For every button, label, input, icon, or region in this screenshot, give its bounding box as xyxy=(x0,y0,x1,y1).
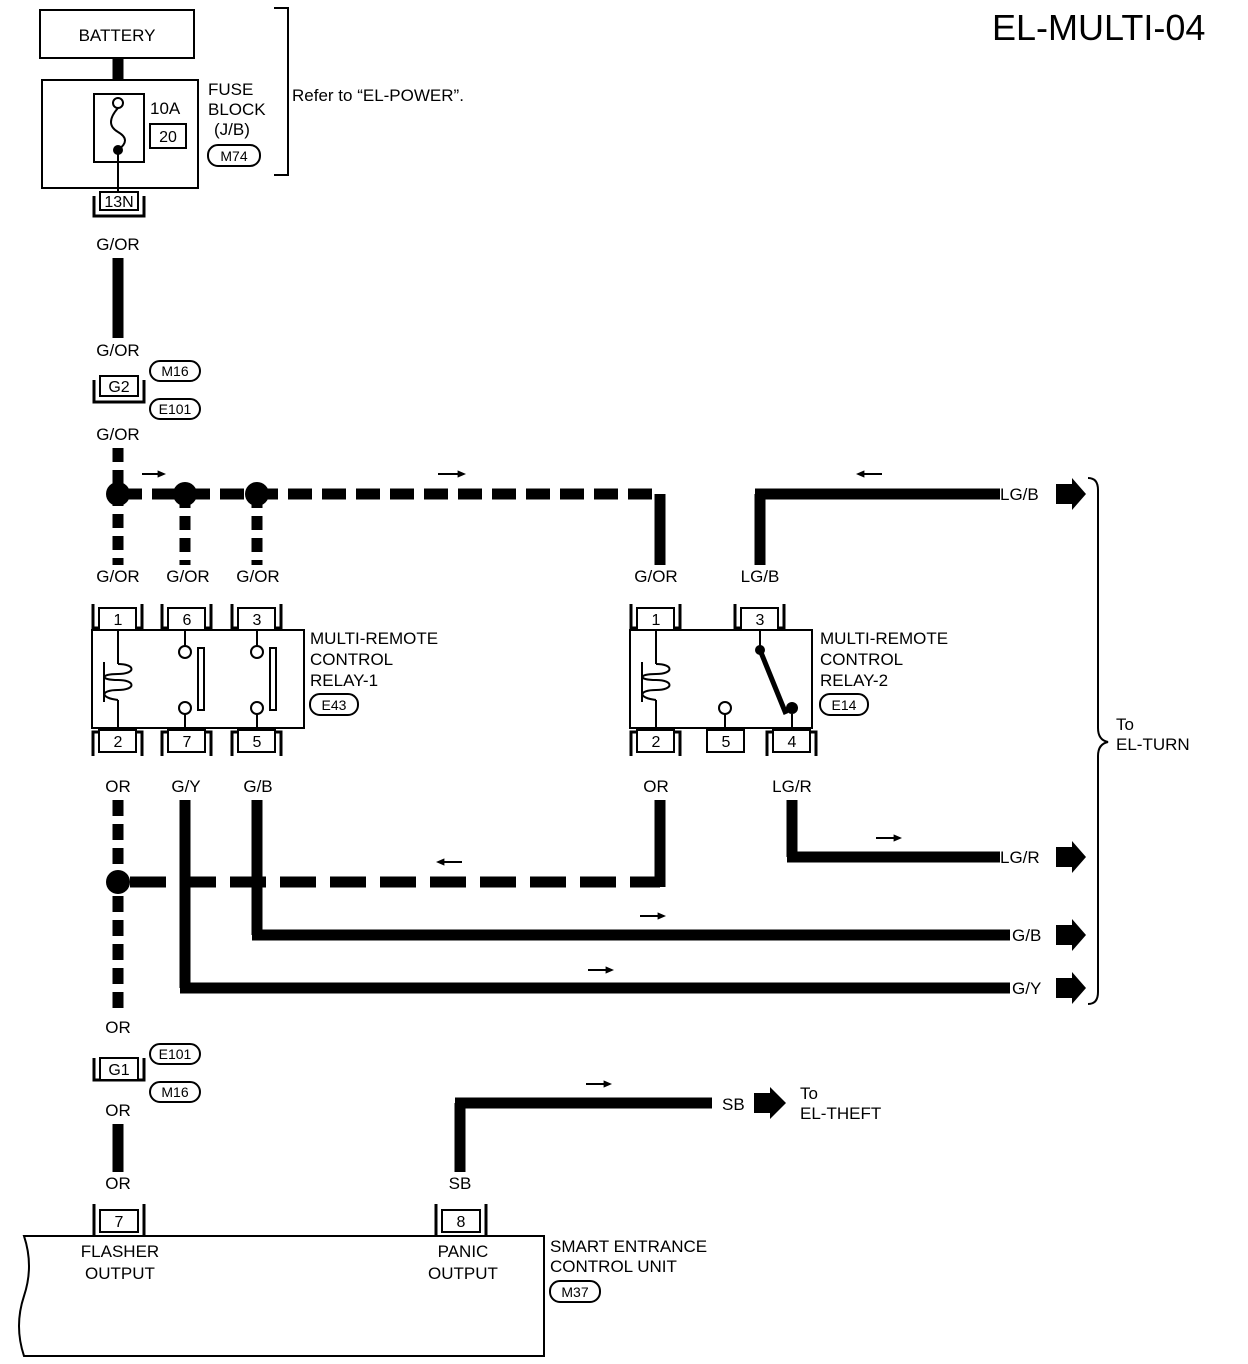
relay-1 xyxy=(91,604,305,756)
to-turn-lg-b: LG/B xyxy=(1000,485,1039,504)
relay1-title-3: RELAY-1 xyxy=(310,671,378,690)
fuse-block: 10A 20 xyxy=(41,79,199,189)
joint-g1-pin: G1 xyxy=(108,1062,129,1079)
diagram-title: EL-MULTI-04 xyxy=(992,7,1205,48)
unit-connector: M37 xyxy=(561,1284,588,1300)
to-el-turn-2: EL-TURN xyxy=(1116,735,1190,754)
unit-pin-8: 8 xyxy=(457,1214,466,1231)
wire-label-r2-pin2: OR xyxy=(643,777,669,796)
battery-box xyxy=(39,9,195,59)
fuse-pin: 13N xyxy=(104,194,133,211)
unit-title: SMART ENTRANCE xyxy=(550,1237,707,1256)
wire-label-r1-pin7: G/Y xyxy=(171,777,200,796)
relay2-pin-4: 4 xyxy=(788,734,797,751)
relay1-title: MULTI-REMOTE xyxy=(310,629,438,648)
relay1-pin-6: 6 xyxy=(183,612,192,629)
panic-output-label: PANIC xyxy=(438,1242,489,1261)
wire-label-g-or-2: G/OR xyxy=(96,341,139,360)
wire-label-r1-pin6: G/OR xyxy=(166,567,209,586)
wire-label-r1-pin2: OR xyxy=(105,777,131,796)
wire-label-r1-pin1: G/OR xyxy=(96,567,139,586)
relay1-pin-2: 2 xyxy=(114,734,123,751)
joint-g1-conn-a: E101 xyxy=(159,1046,192,1062)
relay2-pin-3: 3 xyxy=(756,612,765,629)
relay1-pin-7: 7 xyxy=(183,734,192,751)
to-turn-lg-r: LG/R xyxy=(1000,848,1040,867)
to-turn-g-b: G/B xyxy=(1012,926,1041,945)
fuse-block-title: FUSE xyxy=(208,80,253,99)
relay2-title-2: CONTROL xyxy=(820,650,903,669)
wire-label-r1-pin3: G/OR xyxy=(236,567,279,586)
joint-g2-conn-a: M16 xyxy=(161,363,188,379)
relay1-connector: E43 xyxy=(322,697,347,713)
to-el-theft-2: EL-THEFT xyxy=(800,1104,881,1123)
relay2-pin-1: 1 xyxy=(652,612,661,629)
wire-label-r2-pin1: G/OR xyxy=(634,567,677,586)
unit-title-2: CONTROL UNIT xyxy=(550,1257,677,1276)
refer-power: Refer to “EL-POWER”. xyxy=(292,86,464,105)
to-theft-sb: SB xyxy=(722,1095,745,1114)
joint-g2-pin: G2 xyxy=(108,379,129,396)
fuse-block-title-2: BLOCK xyxy=(208,100,266,119)
panic-output-label-2: OUTPUT xyxy=(428,1264,498,1283)
relay2-title-3: RELAY-2 xyxy=(820,671,888,690)
flasher-output-label: FLASHER xyxy=(81,1242,159,1261)
smart-entrance-unit xyxy=(18,1204,545,1357)
fuse-block-title-3: (J/B) xyxy=(214,120,250,139)
relay2-pin-5: 5 xyxy=(722,734,731,751)
to-el-turn: To xyxy=(1116,715,1134,734)
relay-2 xyxy=(629,604,818,756)
wire-label-or-g1-bottom: OR xyxy=(105,1101,131,1120)
to-turn-g-y: G/Y xyxy=(1012,979,1041,998)
flasher-output-label-2: OUTPUT xyxy=(85,1264,155,1283)
relay1-pin-3: 3 xyxy=(253,612,262,629)
wire-label-or-unit: OR xyxy=(105,1174,131,1193)
to-el-theft: To xyxy=(800,1084,818,1103)
relay2-pin-2: 2 xyxy=(652,734,661,751)
wire-label-g-or-3: G/OR xyxy=(96,425,139,444)
wire-label-r2-pin3: LG/B xyxy=(741,567,780,586)
joint-g1-conn-b: M16 xyxy=(161,1084,188,1100)
wire-label-g-or-1: G/OR xyxy=(96,235,139,254)
relay1-pin-1: 1 xyxy=(114,612,123,629)
battery-label: BATTERY xyxy=(79,26,156,45)
wire-label-r2-pin4: LG/R xyxy=(772,777,812,796)
fuse-number: 20 xyxy=(159,129,177,146)
fuse-block-connector: M74 xyxy=(220,148,247,164)
unit-pin-7: 7 xyxy=(115,1214,124,1231)
relay1-title-2: CONTROL xyxy=(310,650,393,669)
relay1-pin-5: 5 xyxy=(253,734,262,751)
relay2-connector: E14 xyxy=(832,697,857,713)
relay2-title: MULTI-REMOTE xyxy=(820,629,948,648)
fuse-rating: 10A xyxy=(150,99,181,118)
wire-label-sb-unit: SB xyxy=(449,1174,472,1193)
wire-label-or-g1-top: OR xyxy=(105,1018,131,1037)
joint-g2-conn-b: E101 xyxy=(159,401,192,417)
wire-label-r1-pin5: G/B xyxy=(243,777,272,796)
